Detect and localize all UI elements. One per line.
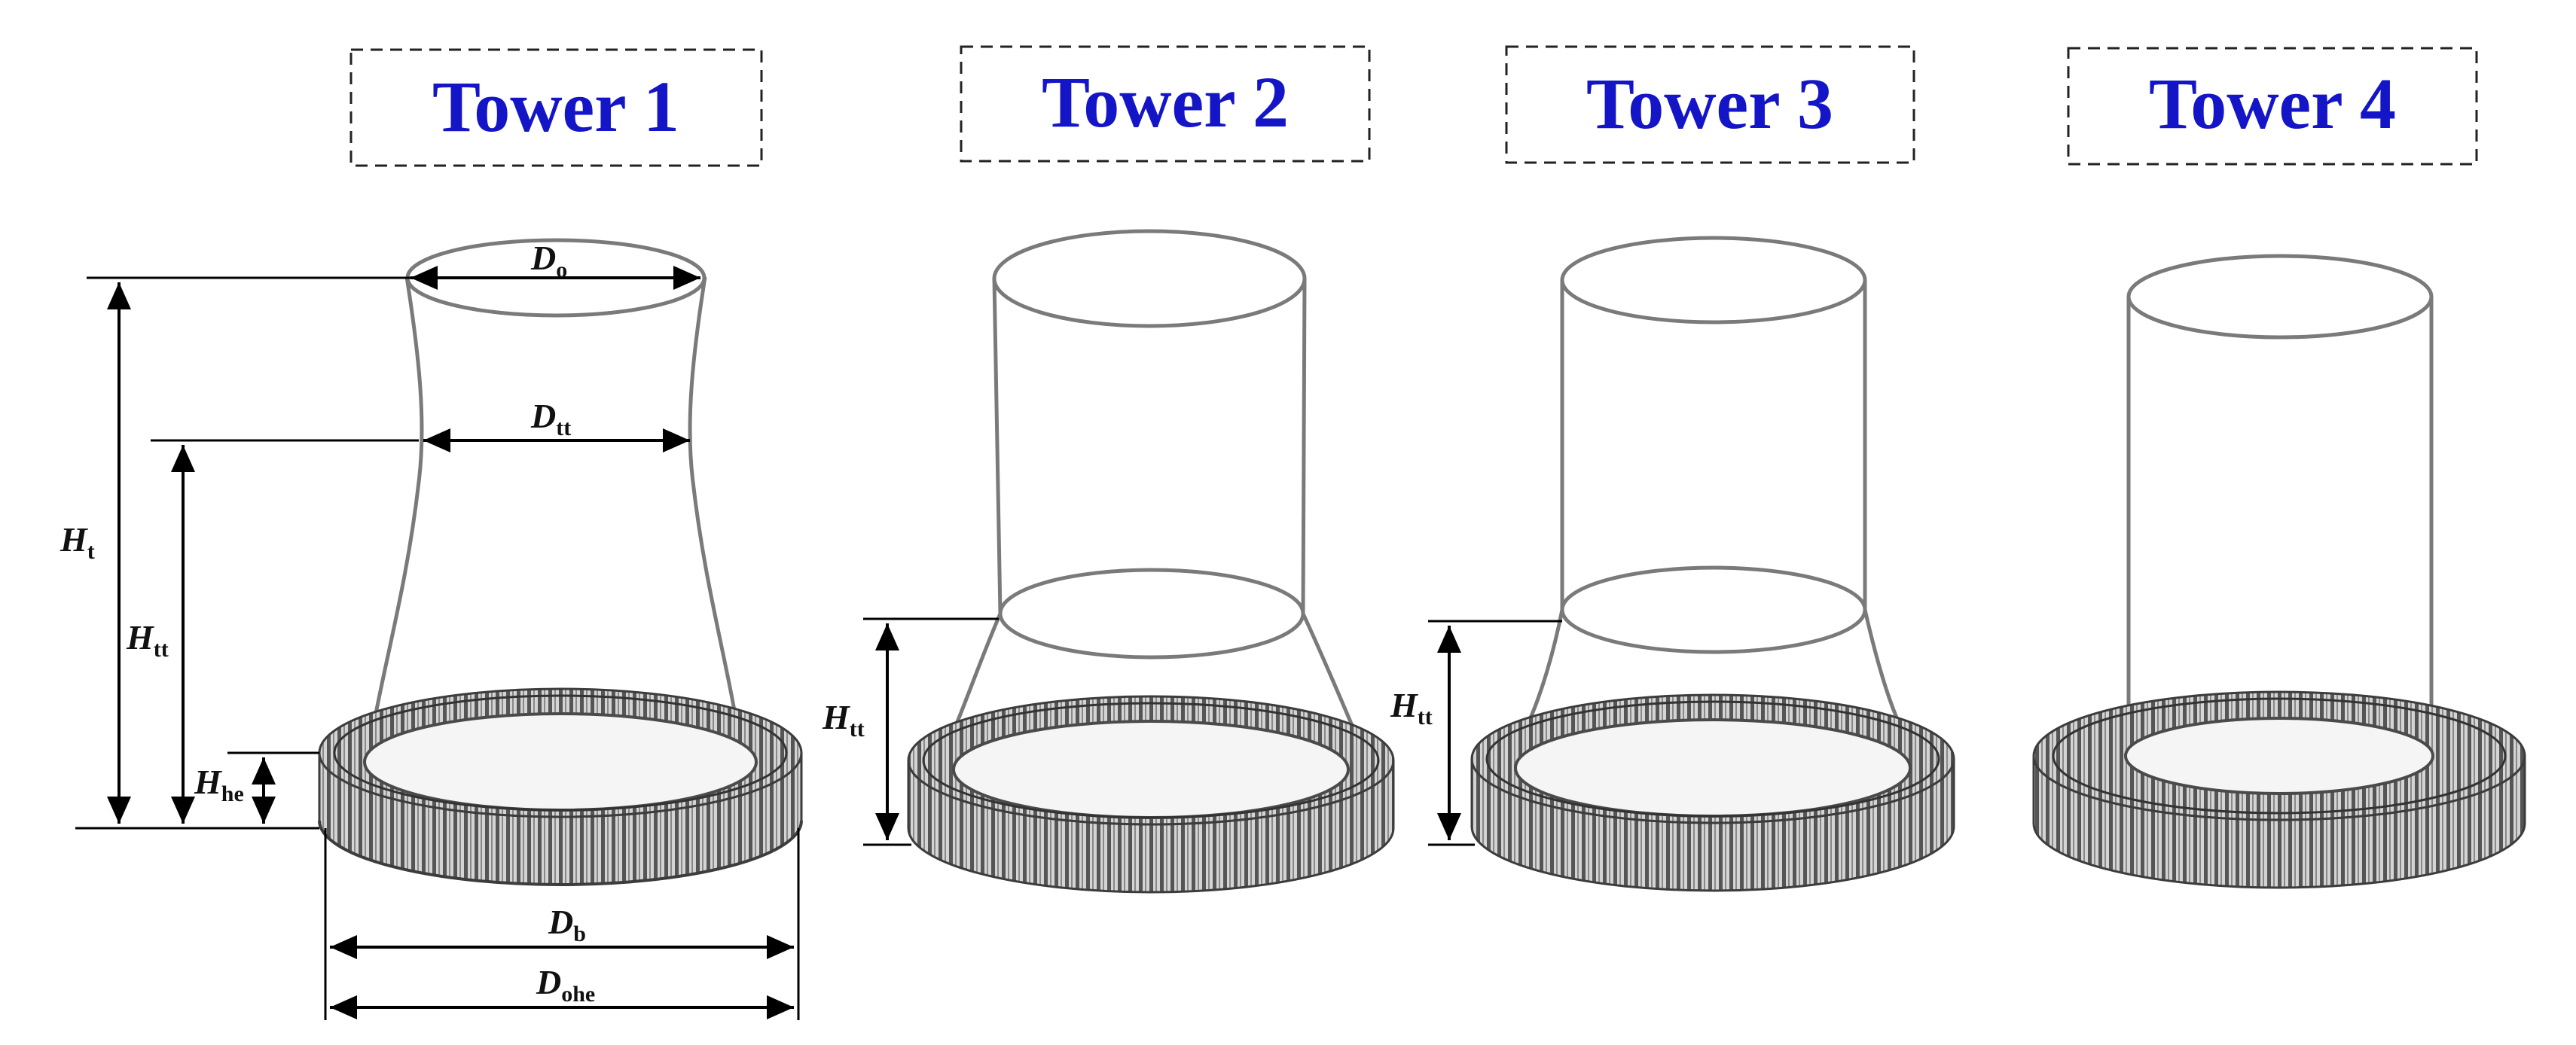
tower-3-title-box: Tower 3 — [1505, 45, 1915, 164]
tower-2-drawing: Htt — [822, 229, 1395, 894]
tower-2-heat-exchanger-ring — [907, 695, 1395, 894]
label-htt-tower-2: Htt — [822, 698, 865, 742]
tower-3-heat-exchanger-ring — [1470, 693, 1955, 892]
tower-1-drawing: Do Dtt Ht Htt Hhe Db Dohe — [60, 238, 803, 1020]
label-db: Db — [548, 903, 586, 946]
tower-1-shell-right — [688, 276, 742, 742]
label-htt-tower-3: Htt — [1390, 686, 1433, 730]
label-dohe: Dohe — [536, 963, 595, 1007]
label-hhe: Hhe — [194, 763, 244, 806]
label-do: Do — [530, 239, 567, 282]
tower-4-title-box: Tower 4 — [2067, 47, 2478, 166]
tower-4-top-rim — [2126, 254, 2434, 340]
tower-2-top-rim — [992, 229, 1307, 328]
tower-1-title-box: Tower 1 — [349, 48, 763, 167]
tower-2-title: Tower 2 — [1042, 62, 1289, 142]
label-ht: Ht — [60, 520, 95, 564]
tower-3-top-rim — [1560, 236, 1867, 324]
tower-2-throat-ring — [998, 568, 1305, 660]
tower-4-heat-exchanger-ring — [2032, 690, 2526, 889]
tower-1-shell-left — [368, 276, 424, 742]
label-dtt: Dtt — [530, 397, 571, 440]
tower-4-drawing — [2032, 254, 2526, 889]
tower-3-title: Tower 3 — [1586, 63, 1833, 144]
tower-2-title-box: Tower 2 — [960, 45, 1371, 163]
tower-3-drawing: Htt — [1390, 236, 1955, 892]
tower-4-title: Tower 4 — [2149, 63, 2396, 144]
tower-3-throat-ring — [1560, 565, 1867, 654]
tower-1-heat-exchanger-ring — [318, 687, 803, 886]
label-htt-tower-1: Htt — [126, 618, 169, 662]
tower-1-title: Tower 1 — [432, 66, 679, 147]
